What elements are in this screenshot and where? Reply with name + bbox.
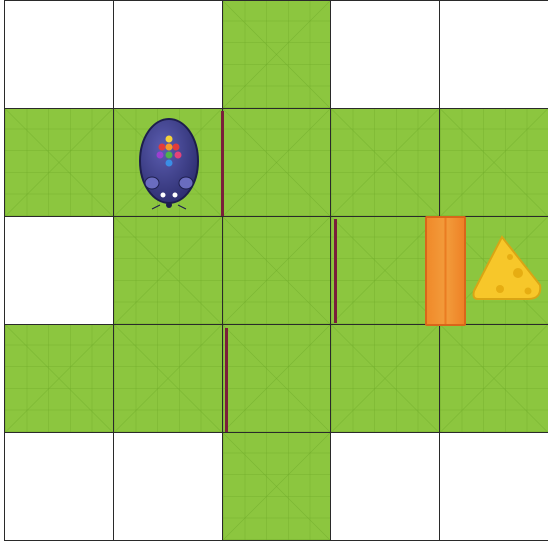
board-cell-r3-c2[interactable] — [222, 324, 332, 433]
board-cell-r4-c3[interactable] — [330, 432, 440, 541]
board-cell-r1-c0[interactable] — [4, 108, 114, 217]
board-cell-r3-c4[interactable] — [439, 324, 548, 433]
board-cell-r3-c1[interactable] — [113, 324, 223, 433]
board-cell-r2-c2[interactable] — [222, 216, 332, 325]
game-board — [4, 0, 548, 540]
board-cell-r1-c2[interactable] — [222, 108, 332, 217]
board-cell-r4-c2[interactable] — [222, 432, 332, 541]
board-cell-r1-c3[interactable] — [330, 108, 440, 217]
board-cell-r3-c0[interactable] — [4, 324, 114, 433]
board-cell-r0-c0[interactable] — [4, 0, 114, 109]
board-cell-r4-c1[interactable] — [113, 432, 223, 541]
board-cell-r0-c2[interactable] — [222, 0, 332, 109]
board-cell-r4-c4[interactable] — [439, 432, 548, 541]
board-cell-r2-c3[interactable] — [330, 216, 440, 325]
board-cell-r0-c4[interactable] — [439, 0, 548, 109]
board-cell-r4-c0[interactable] — [4, 432, 114, 541]
wall-segment — [221, 111, 224, 216]
board-cell-r2-c0[interactable] — [4, 216, 114, 325]
board-cell-r3-c3[interactable] — [330, 324, 440, 433]
orange-barrier[interactable] — [425, 216, 466, 326]
board-cell-r2-c1[interactable] — [113, 216, 223, 325]
board-cell-r0-c3[interactable] — [330, 0, 440, 109]
wall-segment — [334, 219, 337, 323]
board-cell-r1-c4[interactable] — [439, 108, 548, 217]
robot-mouse-icon[interactable] — [138, 117, 200, 215]
board-cell-r0-c1[interactable] — [113, 0, 223, 109]
wall-segment — [225, 328, 228, 432]
cheese-icon[interactable] — [470, 233, 546, 305]
